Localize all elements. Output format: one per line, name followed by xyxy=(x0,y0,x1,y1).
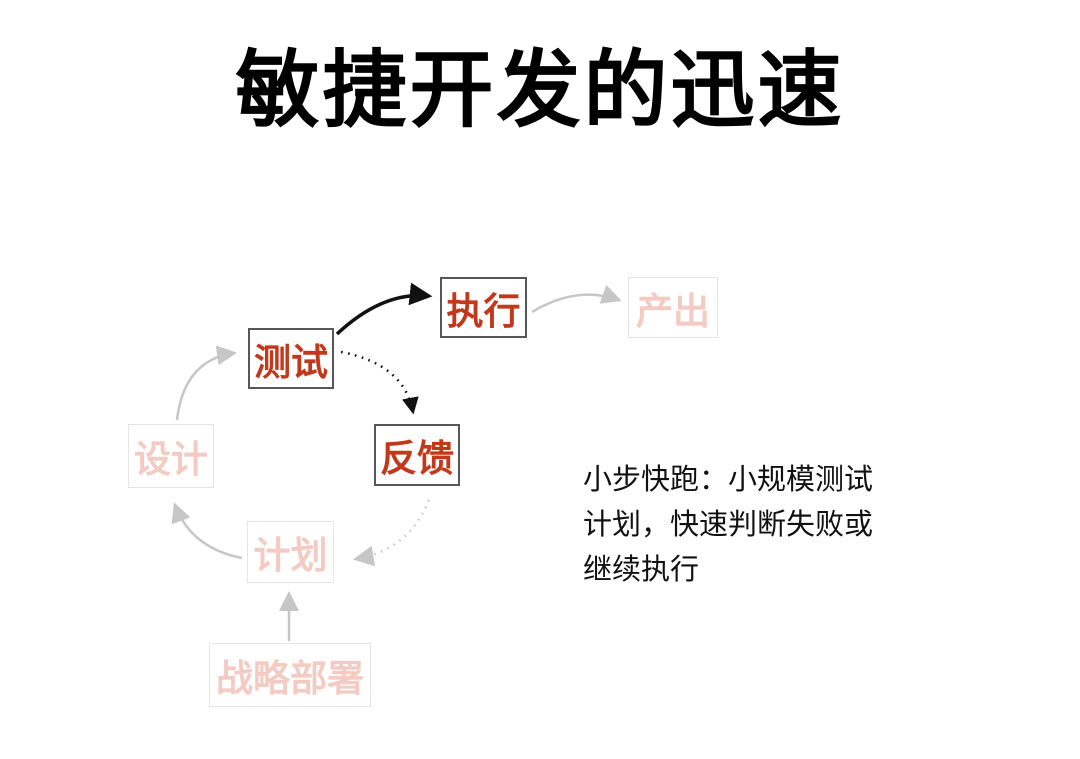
node-feedback: 反馈 xyxy=(374,424,460,486)
arrow-test-to-feedback xyxy=(340,350,419,415)
arrow-design-to-test xyxy=(175,345,237,421)
node-test: 测试 xyxy=(248,328,334,389)
arrow-execute-to-output xyxy=(531,284,622,314)
arrow-plan-to-design xyxy=(171,502,243,560)
side-note-text: 小步快跑：小规模测试 计划，快速判断失败或 继续执行 xyxy=(583,464,874,586)
node-output: 产出 xyxy=(628,277,718,338)
node-strategy: 战略部署 xyxy=(209,643,371,707)
arrow-feedback-to-plan xyxy=(352,499,431,567)
node-execute: 执行 xyxy=(440,277,527,338)
arrow-test-to-execute xyxy=(335,282,433,336)
node-design: 设计 xyxy=(128,424,214,488)
page-title: 敏捷开发的迅速 xyxy=(235,43,845,137)
node-plan: 计划 xyxy=(247,521,334,583)
